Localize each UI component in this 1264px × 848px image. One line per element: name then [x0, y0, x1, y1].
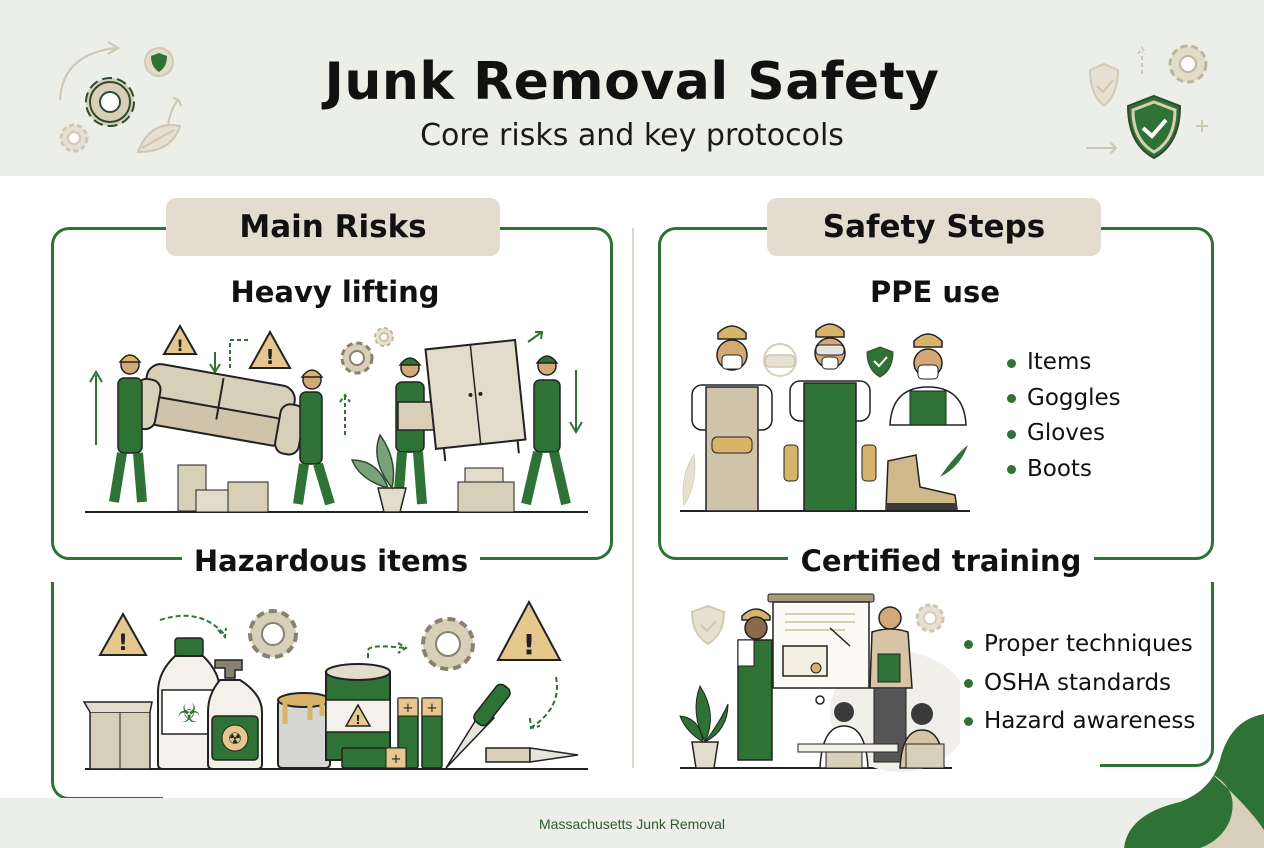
- worker-green-overalls: [783, 323, 877, 512]
- gear-icon: [248, 609, 298, 659]
- plus-icon: [1196, 120, 1208, 132]
- worker-face-mask: [889, 333, 967, 426]
- worker: [393, 357, 427, 505]
- worker-beige-overalls: [691, 325, 773, 512]
- worker: [109, 354, 147, 503]
- shield-check-icon: [866, 346, 894, 378]
- ppe-illustration: [680, 323, 970, 512]
- svg-text:☢: ☢: [228, 729, 242, 748]
- bullet-item: Gloves: [1005, 416, 1121, 452]
- svg-text:☣: ☣: [177, 699, 200, 729]
- shield-badge-icon: [144, 47, 174, 77]
- section-title-ppe-use: PPE use: [840, 272, 1030, 312]
- bullet-item: Hazard awareness: [962, 702, 1195, 741]
- warning-triangle-icon: !: [248, 329, 292, 369]
- knife-icon: [445, 683, 511, 769]
- gear-icon: [915, 603, 945, 633]
- header-right-decoration: [1086, 44, 1208, 160]
- up-arrow-icon: [89, 370, 103, 445]
- worker-trainee: [737, 608, 773, 761]
- shield-check-outline-icon: [1088, 62, 1120, 108]
- page-subtitle: Core risks and key protocols: [420, 118, 844, 153]
- battery-icon: +: [421, 697, 443, 769]
- section-title-hazardous-items: Hazardous items: [182, 540, 480, 582]
- section-title-certified-training: Certified training: [788, 540, 1094, 582]
- training-illustration: [679, 593, 960, 772]
- bullet-dot: [964, 717, 973, 727]
- chemical-drum-icon: !: [325, 663, 391, 761]
- gear-icon: [85, 77, 135, 127]
- small-gear-icon: [59, 123, 89, 153]
- svg-text:!: !: [118, 631, 128, 656]
- footer-bar: [0, 798, 1264, 848]
- certified-training-frame: [1100, 582, 1214, 767]
- worker: [293, 369, 335, 506]
- plant-icon: [350, 433, 407, 513]
- bullet-dot: [1007, 358, 1016, 368]
- box-icon: [82, 701, 153, 770]
- gear-icon: [374, 327, 394, 347]
- curved-arrow-icon: [59, 47, 116, 101]
- box-icon: [227, 481, 269, 513]
- box-icon: [464, 467, 504, 483]
- footer-brand: Massachusetts Junk Removal: [539, 816, 725, 832]
- header-left-decoration: [59, 41, 182, 154]
- arrow-icon: [1086, 141, 1118, 155]
- worker: [521, 355, 571, 506]
- paint-can-icon: [277, 692, 331, 769]
- leaf-icon: [682, 453, 696, 507]
- svg-text:+: +: [427, 701, 438, 716]
- bullet-dot: [1007, 394, 1016, 404]
- main-risks-heading: Main Risks: [166, 198, 500, 256]
- gear-icon: [1168, 44, 1208, 84]
- ppe-bullet-list: Items Goggles Gloves Boots: [1005, 345, 1121, 487]
- wardrobe: [424, 338, 527, 462]
- warning-triangle-icon: !: [162, 323, 198, 355]
- gear-icon: [340, 341, 374, 375]
- plant-icon: [679, 684, 729, 769]
- goggles-icon: [763, 343, 797, 377]
- bullet-dot: [1007, 429, 1016, 439]
- bullet-dot: [964, 678, 973, 688]
- sharp-tool-icon: [485, 747, 579, 763]
- training-bullet-list: Proper techniques OSHA standards Hazard …: [962, 625, 1195, 741]
- bullet-item: Proper techniques: [962, 625, 1195, 664]
- safety-steps-heading: Safety Steps: [767, 198, 1101, 256]
- battery-icon: +: [341, 747, 407, 769]
- svg-text:!: !: [265, 345, 274, 369]
- bullet-item: Items: [1005, 345, 1121, 381]
- pump-bottle-icon: ☢: [207, 659, 263, 770]
- svg-text:+: +: [403, 701, 414, 716]
- bullet-item: OSHA standards: [962, 664, 1195, 703]
- audience-member: [899, 703, 945, 769]
- bullet-dot: [1007, 465, 1016, 475]
- svg-text:+: +: [391, 752, 402, 767]
- down-arrow-icon: [209, 352, 221, 374]
- bullet-item: Goggles: [1005, 381, 1121, 417]
- column-divider: [632, 228, 634, 768]
- battery-icon: +: [397, 697, 419, 769]
- bullet-dot: [964, 640, 973, 650]
- leaf-icon: [136, 124, 182, 154]
- warning-triangle-icon: !: [496, 599, 562, 661]
- bullet-item: Boots: [1005, 452, 1121, 488]
- section-title-heavy-lifting: Heavy lifting: [200, 272, 470, 312]
- boot-icon: [885, 454, 958, 510]
- corner-blob-decoration: [1124, 714, 1264, 848]
- certificate-seal-icon: [810, 662, 822, 674]
- shield-check-outline-icon: [690, 604, 726, 646]
- svg-text:!: !: [523, 628, 536, 661]
- page-title: Junk Removal Safety: [324, 52, 940, 112]
- hazardous-items-illustration: ! ! ☣ ☢ ! + + +: [82, 599, 588, 770]
- sofa: [130, 363, 306, 456]
- svg-text:!: !: [176, 336, 183, 355]
- box-icon: [457, 481, 515, 513]
- heavy-lifting-illustration: ! !: [85, 323, 588, 513]
- gear-icon: [421, 617, 475, 671]
- header-banner: [0, 0, 1264, 176]
- warning-triangle-icon: !: [98, 611, 148, 656]
- presentation-board: [767, 593, 875, 705]
- leaf-icon: [940, 445, 968, 477]
- svg-text:!: !: [355, 713, 360, 727]
